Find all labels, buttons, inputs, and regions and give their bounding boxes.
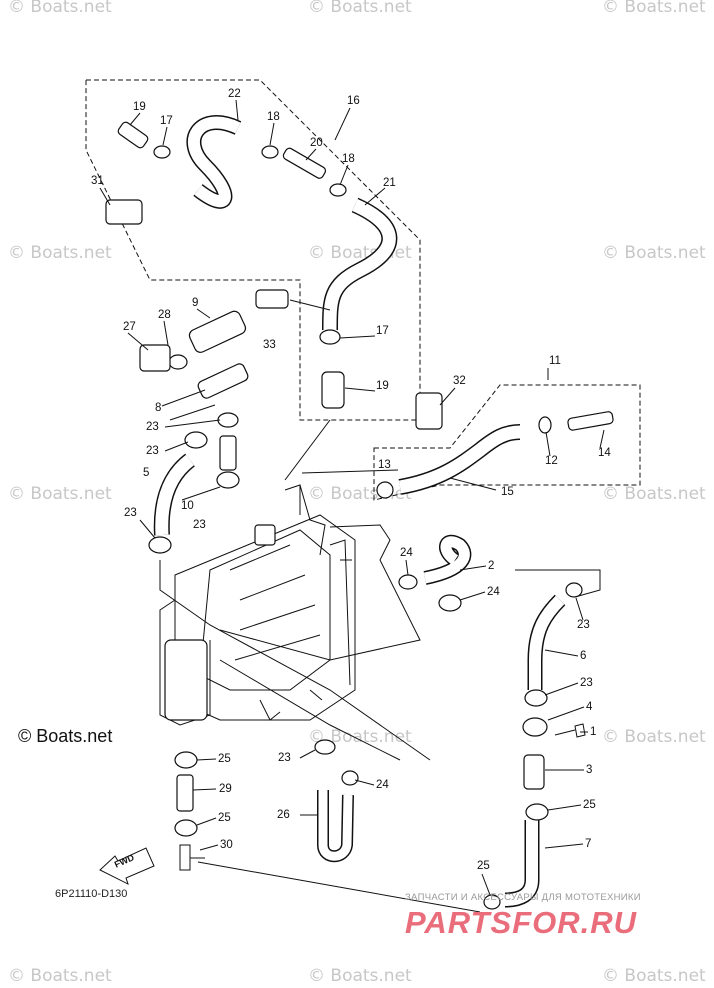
callout-numbers: 19 17 22 18 20 16 18 21 31 9 28 27 33 17… xyxy=(91,88,611,872)
watermark: © Boats.net xyxy=(602,243,706,263)
callout: 25 xyxy=(218,753,231,765)
callout: 15 xyxy=(501,486,514,498)
callout: 29 xyxy=(219,783,232,795)
callout: 23 xyxy=(278,752,291,764)
engine-block xyxy=(159,484,356,726)
bolt-1 xyxy=(554,723,586,738)
callout: 17 xyxy=(160,115,173,127)
banner-subtitle: ЗАПЧАСТИ И АКСЕССУАРЫ ДЛЯ МОТОТЕХНИКИ xyxy=(405,892,641,903)
callout: 7 xyxy=(585,838,591,850)
callout: 6 xyxy=(580,650,586,662)
callout: 32 xyxy=(453,375,466,387)
callout: 24 xyxy=(400,547,413,559)
callout: 30 xyxy=(220,839,233,851)
callout: 23 xyxy=(124,507,137,519)
callout: 8 xyxy=(155,402,161,414)
callout: 25 xyxy=(477,860,490,872)
callout: 9 xyxy=(192,297,198,309)
callout: 22 xyxy=(228,88,241,100)
pipe-29 xyxy=(176,774,194,812)
leader-lines xyxy=(159,299,601,913)
callout: 17 xyxy=(376,325,389,337)
group-16-outline xyxy=(85,79,421,421)
callout: 11 xyxy=(549,355,561,367)
watermark: © Boats.net xyxy=(8,0,112,17)
callout: 1 xyxy=(590,726,596,738)
diagram-code: 6P21110-D130 xyxy=(55,888,128,900)
fitting-19-top xyxy=(117,121,149,149)
banner-site-logo: PARTSFOR.RU xyxy=(405,905,638,940)
watermark: © Boats.net xyxy=(308,966,412,986)
callout: 2 xyxy=(488,560,494,572)
callout: 14 xyxy=(598,447,611,459)
connector-30 xyxy=(179,844,205,871)
callout: 13 xyxy=(378,459,391,471)
callout: 19 xyxy=(376,380,389,392)
callout: 31 xyxy=(91,175,104,187)
brand-label: © Boats.net xyxy=(18,726,113,746)
callout: 18 xyxy=(267,111,280,123)
callout: 3 xyxy=(586,764,592,776)
fitting-19 xyxy=(321,371,345,409)
callout: 21 xyxy=(383,177,396,189)
callout: 26 xyxy=(277,809,290,821)
callout: 10 xyxy=(181,500,194,512)
watermark: © Boats.net xyxy=(8,243,112,263)
callout: 18 xyxy=(342,153,355,165)
fuel-filter-3 xyxy=(523,754,545,790)
watermark: © Boats.net xyxy=(602,484,706,504)
clamps xyxy=(105,145,583,910)
watermark: © Boats.net xyxy=(308,0,412,17)
fitting-20 xyxy=(282,147,327,179)
callout: 23 xyxy=(146,445,159,457)
callout: 20 xyxy=(310,137,323,149)
callout: 25 xyxy=(583,799,596,811)
fitting-14 xyxy=(567,411,614,431)
callout: 23 xyxy=(146,421,159,433)
callout: 24 xyxy=(487,586,500,598)
callout: 19 xyxy=(133,101,146,113)
fwd-arrow-icon xyxy=(99,847,155,885)
pipe-8 xyxy=(197,363,249,399)
watermark: © Boats.net xyxy=(602,727,706,747)
pipe-10 xyxy=(219,435,237,471)
callout-leaders xyxy=(99,99,605,896)
watermark: © Boats.net xyxy=(602,966,706,986)
callout: 33 xyxy=(263,339,276,351)
watermark: © Boats.net xyxy=(308,727,412,747)
callout: 27 xyxy=(123,321,136,333)
callout: 5 xyxy=(143,467,149,479)
callout: 4 xyxy=(586,701,593,713)
watermark: © Boats.net xyxy=(602,0,706,17)
callout: 28 xyxy=(158,309,171,321)
pipe-9 xyxy=(188,310,247,353)
callout: 24 xyxy=(376,779,389,791)
callout: 23 xyxy=(580,677,593,689)
callout: 12 xyxy=(545,455,558,467)
callout: 23 xyxy=(193,519,206,531)
callout: 25 xyxy=(218,812,231,824)
watermark: © Boats.net xyxy=(8,484,112,504)
watermark: © Boats.net xyxy=(8,966,112,986)
callout: 23 xyxy=(577,619,590,631)
callout: 16 xyxy=(347,95,360,107)
